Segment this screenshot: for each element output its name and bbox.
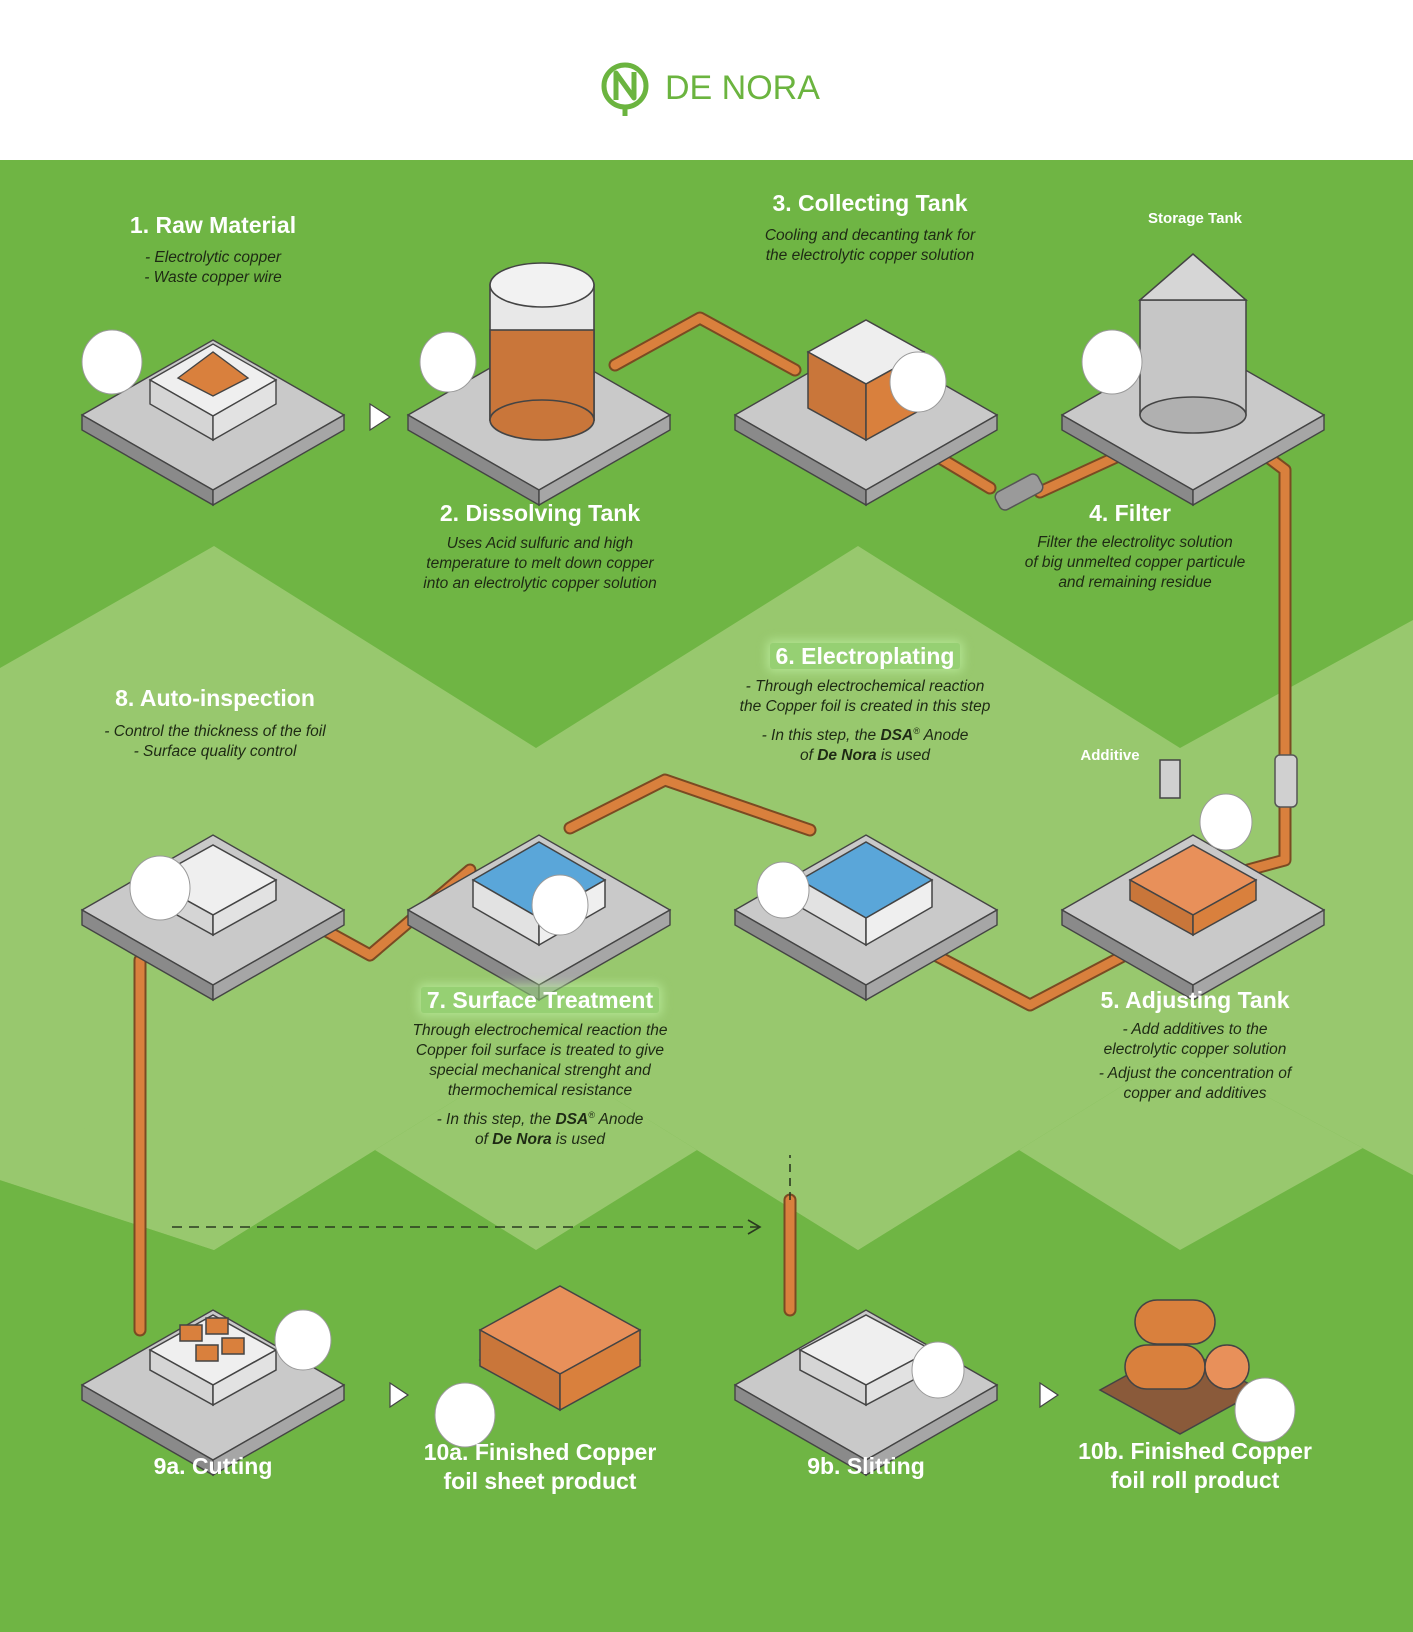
bird-mascots [81,329,1296,1448]
step-9b-title: 9b. Slitting [807,1453,925,1479]
de-nora-text: De Nora [492,1131,552,1149]
step-10a-line: foil sheet product [443,1468,637,1494]
step-6-line: the Copper foil is created in this step [739,698,991,715]
diagram-artwork [0,253,1413,1477]
step-9a-title: 9a. Cutting [153,1453,273,1479]
sheet-pallet [478,1285,642,1412]
header: DE NORA [0,0,1413,160]
step-7-line: Copper foil surface is treated to give [415,1042,665,1059]
step-5-line: - Adjust the concentration of [1098,1065,1292,1082]
background-band [0,546,1413,1250]
process-diagram: 1. Raw Material - Electrolytic copper - … [0,160,1413,1632]
step-3-line: Cooling and decanting tank for [764,227,976,244]
electroplating-tank [798,841,934,947]
step-5-line: electrolytic copper solution [1103,1041,1287,1058]
anode-text: is used [551,1131,606,1149]
step-4-line: of big unmelted copper particule [1024,554,1246,571]
anode-text: Anode [919,727,969,745]
step-4-line: and remaining residue [1058,574,1212,591]
step-2-description: Uses Acid sulfuric and high temperature … [380,534,700,594]
step-1-line: - Electrolytic copper [144,249,282,266]
step-2-line: into an electrolytic copper solution [423,575,657,592]
step-3-title: 3. Collecting Tank [772,190,968,216]
step-8-line: - Control the thickness of the foil [104,723,326,740]
step-8-line: - Surface quality control [133,743,297,760]
step-7-description: Through electrochemical reaction the Cop… [360,1021,720,1150]
additive-label: Additive [1080,747,1140,764]
dissolving-tank [489,262,595,441]
de-nora-text: De Nora [817,747,877,765]
roll-pallet [1098,1299,1262,1435]
step-10a-line: 10a. Finished Copper [423,1439,657,1465]
anode-text: - In this step, the [436,1111,556,1129]
step-3-description: Cooling and decanting tank for the elect… [710,226,1030,266]
step-8-description: - Control the thickness of the foil - Su… [60,722,370,762]
step-1-title: 1. Raw Material [129,212,297,238]
anode-text: of [474,1131,493,1149]
anode-text: is used [876,747,931,765]
step-7-line: Through electrochemical reaction the [412,1022,668,1039]
de-nora-logo: DE NORA [601,56,820,120]
step-10b-title: 10b. Finished Copper foil roll product [1045,1437,1345,1495]
step-5-title: 5. Adjusting Tank [1100,987,1290,1013]
registered-mark: ® [913,726,920,736]
step-7-anode-line: - In this step, the DSA® Anode [360,1105,720,1130]
step-10b-line: 10b. Finished Copper [1078,1438,1312,1464]
step-4-description: Filter the electrolityc solution of big … [975,533,1295,593]
brand-name: DE NORA [665,68,820,107]
raw-material-box [148,343,278,442]
anode-text: of [799,747,818,765]
arrow-icon [389,1381,410,1409]
storage-tank-label: Storage Tank [1148,210,1242,227]
dsa-text: DSA [555,1111,589,1129]
step-7-title-text: 7. Surface Treatment [420,987,660,1013]
filter-unit [994,473,1044,511]
step-6-anode-line: - In this step, the DSA® Anode [700,721,1030,746]
step-2-line: temperature to melt down copper [426,555,654,572]
step-4-title: 4. Filter [1089,500,1171,526]
arrow-icon [1039,1381,1060,1409]
registered-mark: ® [588,1110,595,1120]
anode-text: - In this step, the [761,727,881,745]
storage-tank [1137,253,1249,434]
adjusting-tank [1128,759,1258,937]
step-1-line: - Waste copper wire [144,269,282,286]
step-7-line: special mechanical strenght and [429,1062,651,1079]
step-6-title-text: 6. Electroplating [769,643,961,669]
step-7-anode-line-2: of De Nora is used [360,1130,720,1150]
step-10a-title: 10a. Finished Copper foil sheet product [390,1438,690,1496]
step-6-description: - Through electrochemical reaction the C… [700,677,1030,766]
anode-text: Anode [594,1111,644,1129]
step-6-title: 6. Electroplating [745,643,985,670]
step-3-line: the electrolytic copper solution [765,247,975,264]
step-7-line: thermochemical resistance [447,1082,633,1099]
step-4-line: Filter the electrolityc solution [1037,534,1233,551]
inline-filter [1274,754,1298,808]
step-2-title: 2. Dissolving Tank [439,500,641,526]
step-7-title: 7. Surface Treatment [380,987,700,1014]
step-10b-line: foil roll product [1110,1467,1280,1493]
step-5-line: - Add additives to the [1122,1021,1268,1038]
arrow-icon [369,402,392,432]
de-nora-emblem-icon [601,62,649,116]
step-6-anode-line-2: of De Nora is used [700,746,1030,766]
step-2-line: Uses Acid sulfuric and high [446,535,634,552]
step-5-line: copper and additives [1123,1085,1267,1102]
step-6-line: - Through electrochemical reaction [745,678,985,695]
step-8-title: 8. Auto-inspection [115,685,315,711]
step-5-description: - Add additives to the electrolytic copp… [1035,1020,1355,1104]
step-1-description: - Electrolytic copper - Waste copper wir… [113,248,313,288]
dsa-text: DSA [880,727,914,745]
